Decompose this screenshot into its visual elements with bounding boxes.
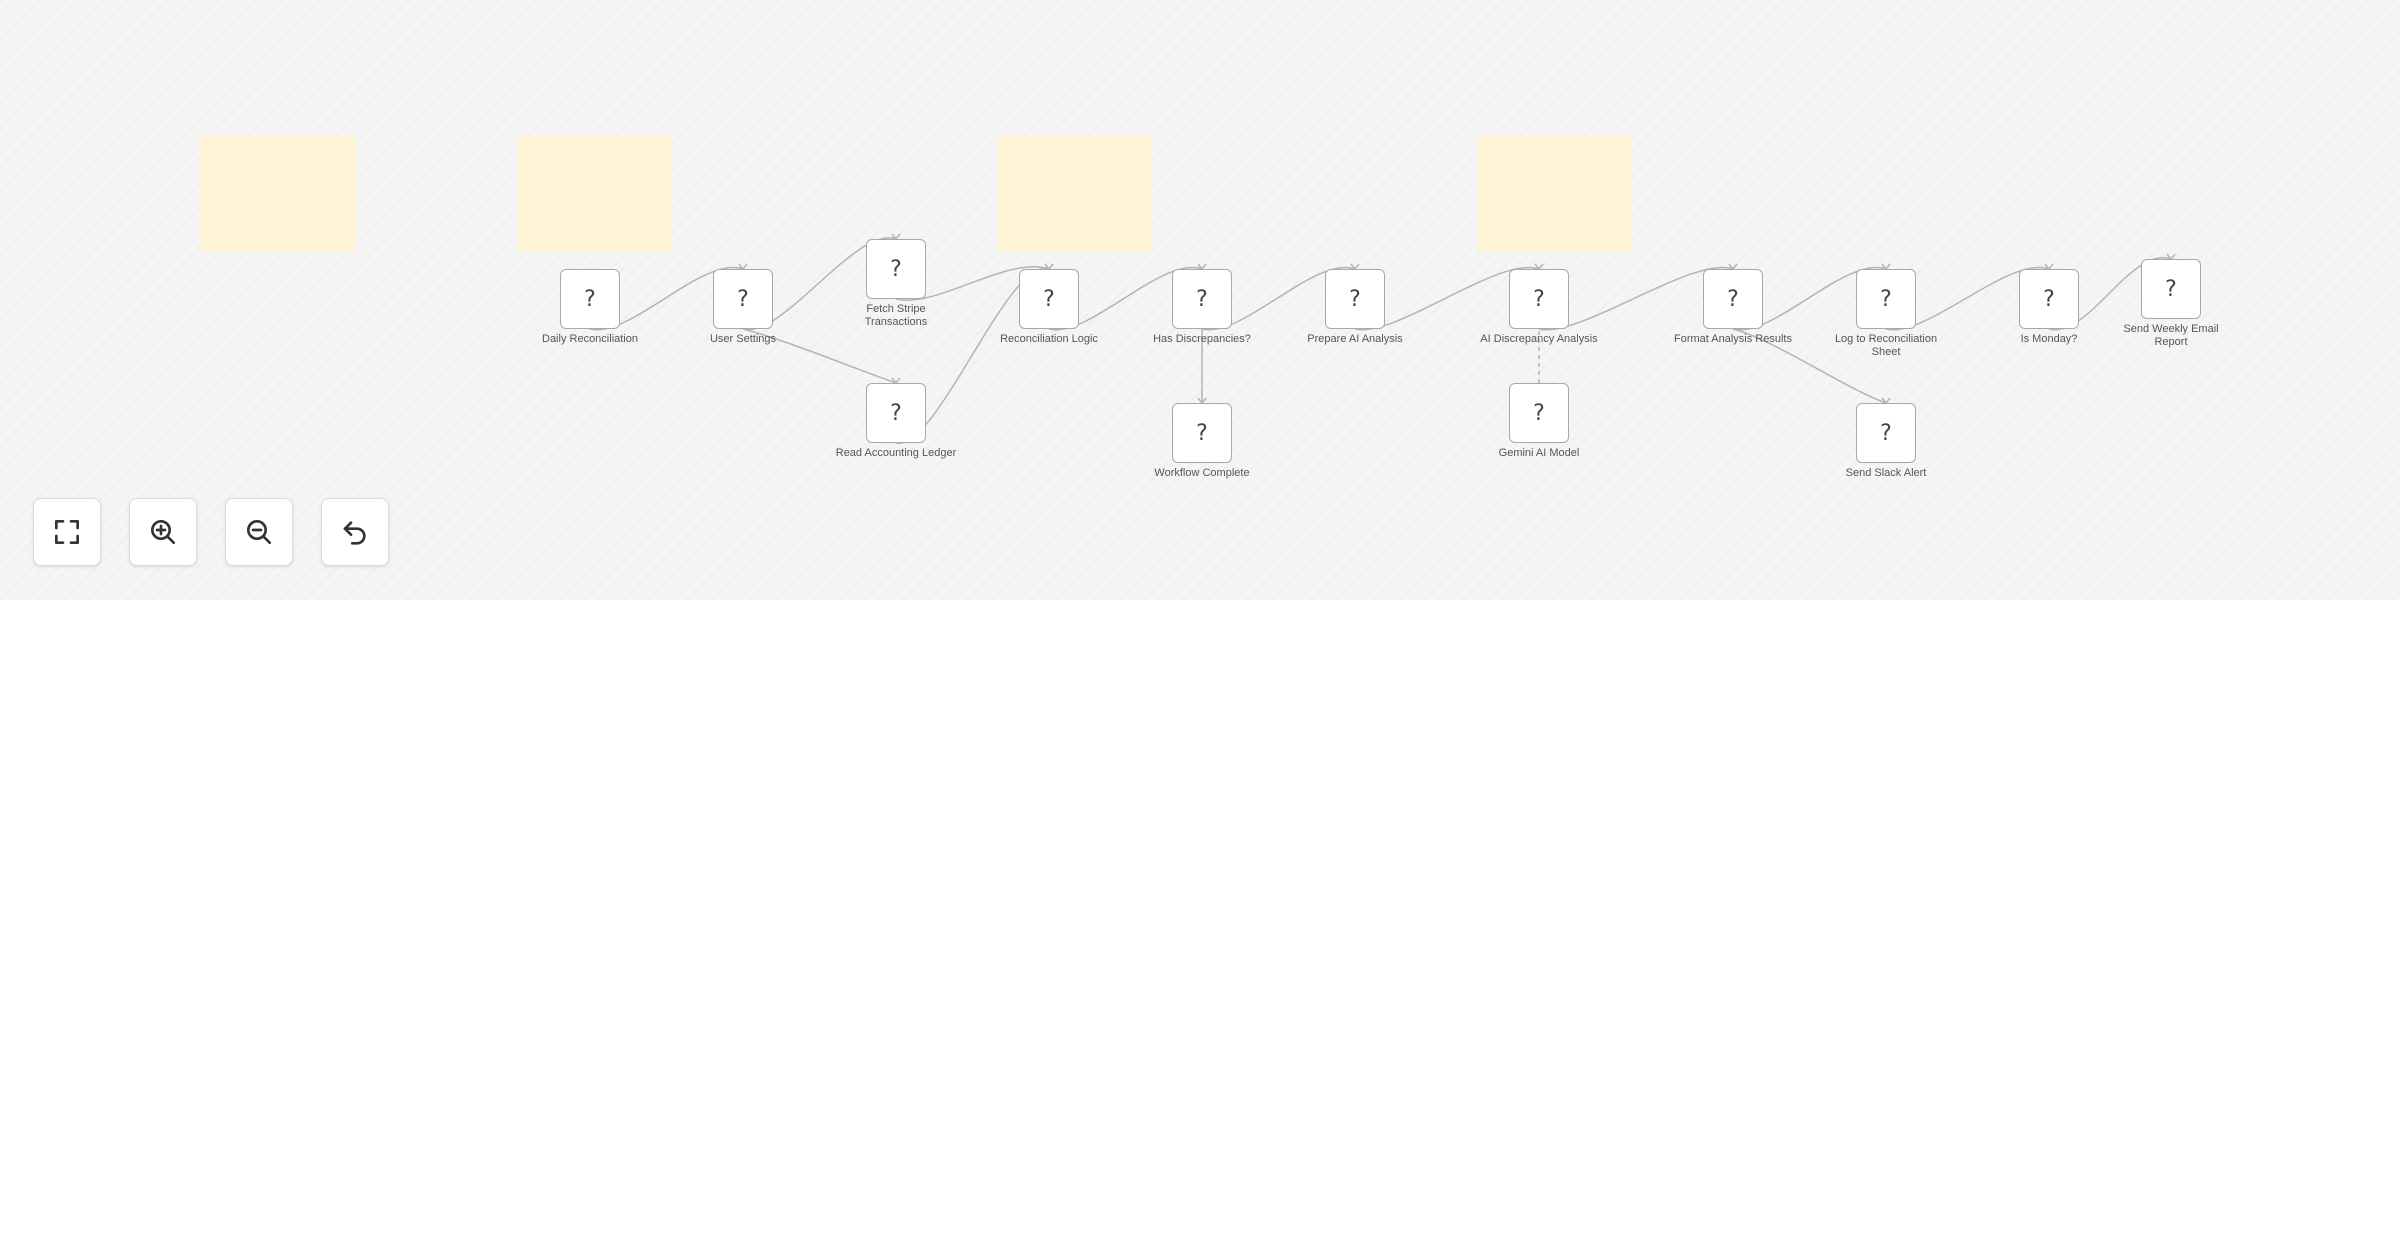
node-label: Log to Reconciliation Sheet [1834, 333, 1938, 358]
unknown-node-icon: ? [1349, 286, 1361, 312]
sticky-note[interactable] [1477, 135, 1632, 252]
node-daily-reconciliation[interactable]: ? [560, 269, 620, 329]
unknown-node-icon: ? [1196, 286, 1208, 312]
unknown-node-icon: ? [1727, 286, 1739, 312]
node-has-discrepancies[interactable]: ? [1172, 269, 1232, 329]
node-fetch-stripe-transactions[interactable]: ? [866, 239, 926, 299]
node-log-to-reconciliation-sheet[interactable]: ? [1856, 269, 1916, 329]
unknown-node-icon: ? [737, 286, 749, 312]
sticky-note[interactable] [517, 135, 672, 252]
unknown-node-icon: ? [1043, 286, 1055, 312]
unknown-node-icon: ? [1533, 400, 1545, 426]
node-label: Send Slack Alert [1845, 467, 1927, 479]
undo-icon [343, 521, 366, 545]
node-label: User Settings [709, 333, 777, 345]
connection-format-analysis-results-to-send-slack-alert[interactable] [1732, 328, 1887, 404]
unknown-node-icon: ? [1196, 420, 1208, 446]
node-reconciliation-logic[interactable]: ? [1019, 269, 1079, 329]
node-label: Format Analysis Results [1674, 333, 1792, 345]
node-send-slack-alert[interactable]: ? [1856, 403, 1916, 463]
unknown-node-icon: ? [1880, 286, 1892, 312]
zoom-out-icon [247, 520, 271, 544]
node-label: Is Monday? [2020, 333, 2078, 345]
node-format-analysis-results[interactable]: ? [1703, 269, 1763, 329]
node-read-accounting-ledger[interactable]: ? [866, 383, 926, 443]
workflow-canvas[interactable]: ? Daily Reconciliation? User Settings? Fetc… [0, 0, 2400, 600]
unknown-node-icon: ? [2043, 286, 2055, 312]
unknown-node-icon: ? [890, 256, 902, 282]
unknown-node-icon: ? [1880, 420, 1892, 446]
node-label: Daily Reconciliation [542, 333, 638, 345]
unknown-node-icon: ? [890, 400, 902, 426]
node-label: Reconciliation Logic [1000, 333, 1098, 345]
fullscreen-icon [55, 520, 79, 544]
zoom-in-button[interactable] [129, 498, 197, 566]
node-label: Has Discrepancies? [1153, 333, 1251, 345]
unknown-node-icon: ? [584, 286, 596, 312]
node-label: Prepare AI Analysis [1307, 333, 1403, 345]
connection-user-settings-to-read-accounting-ledger[interactable] [742, 328, 897, 384]
sticky-note[interactable] [997, 135, 1152, 252]
unknown-node-icon: ? [1533, 286, 1545, 312]
node-gemini-ai-model[interactable]: ? [1509, 383, 1569, 443]
node-label: Send Weekly Email Report [2123, 323, 2219, 348]
node-send-weekly-email-report[interactable]: ? [2141, 259, 2201, 319]
zoom-in-icon [151, 520, 175, 544]
unknown-node-icon: ? [2165, 276, 2177, 302]
connection-fetch-stripe-transactions-to-reconciliation-logic[interactable] [895, 266, 1050, 301]
node-user-settings[interactable]: ? [713, 269, 773, 329]
node-prepare-ai-analysis[interactable]: ? [1325, 269, 1385, 329]
reset-zoom-button[interactable] [321, 498, 389, 566]
node-label: Read Accounting Ledger [835, 447, 957, 459]
node-label: Gemini AI Model [1498, 447, 1580, 459]
zoom-out-button[interactable] [225, 498, 293, 566]
node-workflow-complete[interactable]: ? [1172, 403, 1232, 463]
node-label: Workflow Complete [1154, 467, 1250, 479]
node-is-monday[interactable]: ? [2019, 269, 2079, 329]
sticky-note[interactable] [200, 135, 355, 252]
node-label: Fetch Stripe Transactions [864, 303, 928, 328]
node-ai-discrepancy-analysis[interactable]: ? [1509, 269, 1569, 329]
node-label: AI Discrepancy Analysis [1480, 333, 1598, 345]
fit-view-button[interactable] [33, 498, 101, 566]
